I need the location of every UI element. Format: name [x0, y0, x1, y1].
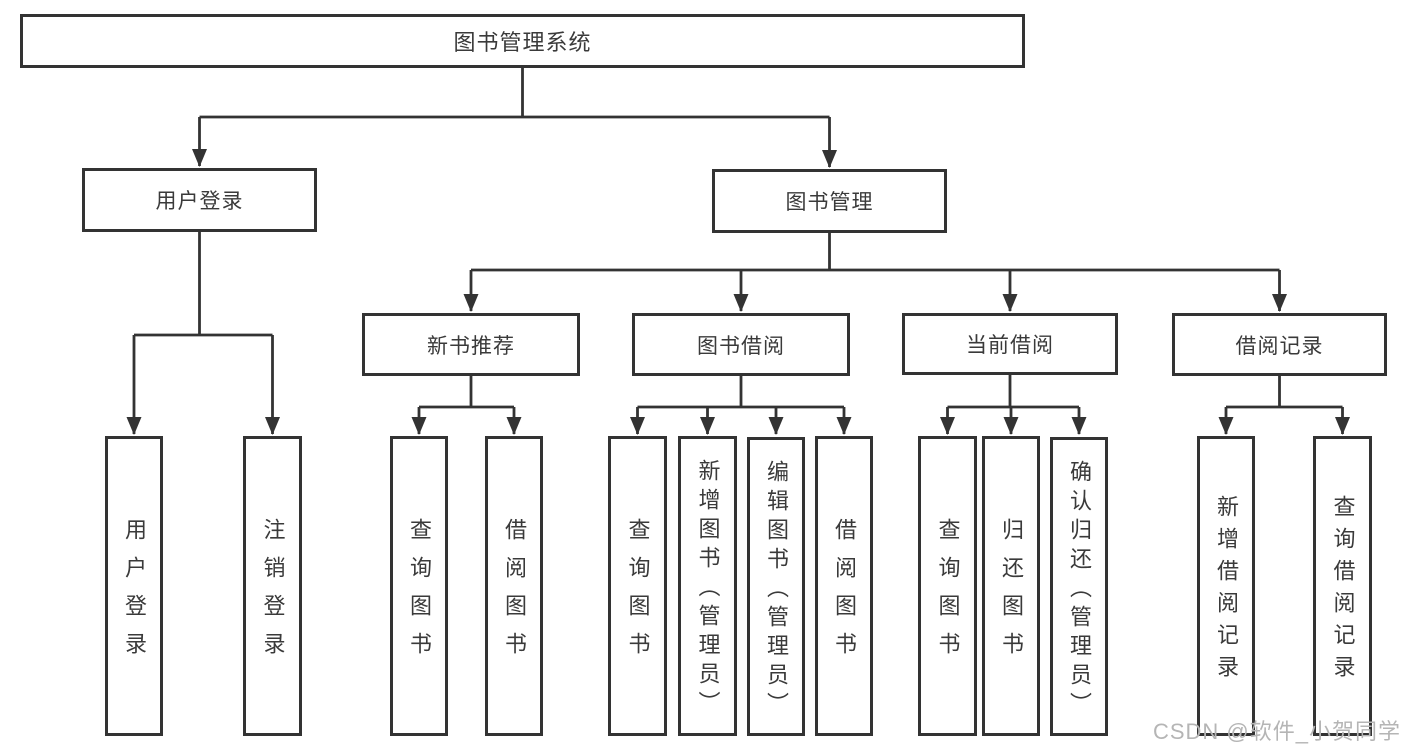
leaf-label: 查询图书 [935, 518, 961, 670]
leaf-query-borrow-record: 查询借阅记录 [1313, 436, 1372, 736]
node-new-books: 新书推荐 [362, 313, 580, 376]
leaf-confirm-return-admin: 确认归还（管理员） [1050, 437, 1108, 736]
leaf-label: 查询图书 [625, 518, 651, 670]
leaf-label: 查询借阅记录 [1330, 495, 1356, 687]
node-borrow-records: 借阅记录 [1172, 313, 1387, 376]
leaf-label: 编辑图书（管理员） [764, 459, 789, 721]
node-book-mgmt: 图书管理 [712, 169, 947, 233]
leaf-label: 确认归还（管理员） [1067, 459, 1092, 721]
leaf-logout: 注销登录 [243, 436, 302, 736]
leaf-label: 注销登录 [260, 518, 286, 670]
node-root-system: 图书管理系统 [20, 14, 1025, 68]
leaf-return-books: 归还图书 [982, 436, 1040, 736]
leaf-query-books-current: 查询图书 [918, 436, 977, 736]
leaf-user-login: 用户登录 [105, 436, 163, 736]
leaf-label: 新增借阅记录 [1214, 495, 1239, 687]
leaf-label: 借阅图书 [502, 518, 527, 670]
leaf-query-books-borrow: 查询图书 [608, 436, 667, 736]
leaf-add-borrow-record: 新增借阅记录 [1197, 436, 1255, 736]
csdn-watermark: CSDN @软件_小贺同学 [1152, 719, 1401, 744]
node-user-login: 用户登录 [82, 168, 317, 232]
leaf-edit-books-admin: 编辑图书（管理员） [747, 437, 805, 736]
node-current-borrow: 当前借阅 [902, 313, 1118, 375]
node-book-borrow: 图书借阅 [632, 313, 850, 376]
leaf-borrow-books: 借阅图书 [815, 436, 873, 736]
leaf-borrow-books-newbooks: 借阅图书 [485, 436, 543, 736]
leaf-label: 借阅图书 [832, 518, 857, 670]
leaf-label: 用户登录 [122, 518, 147, 670]
leaf-label: 查询图书 [407, 518, 432, 670]
leaf-label: 归还图书 [999, 518, 1024, 670]
leaf-label: 新增图书（管理员） [695, 459, 721, 720]
leaf-query-books-newbooks: 查询图书 [390, 436, 448, 736]
leaf-add-books-admin: 新增图书（管理员） [678, 436, 737, 736]
